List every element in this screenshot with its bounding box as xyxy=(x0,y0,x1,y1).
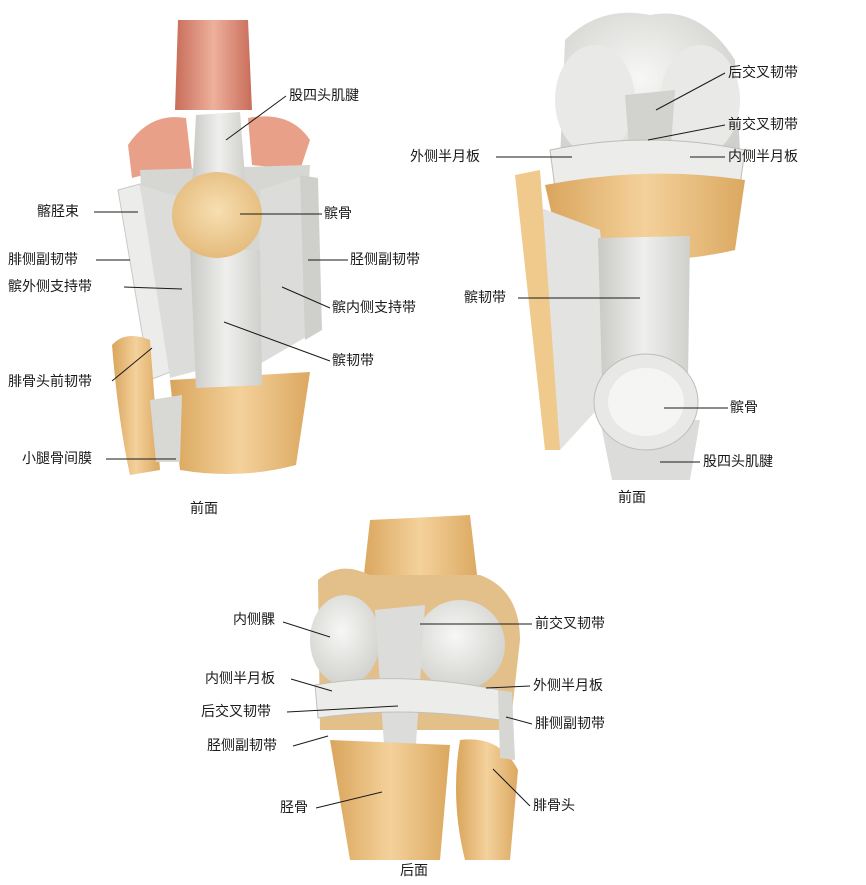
label-posterior-cruciate-flexed: 后交叉韧带 xyxy=(728,65,798,81)
label-anterior-cruciate-posterior: 前交叉韧带 xyxy=(535,616,605,632)
leader-lines-anterior xyxy=(94,95,348,460)
label-anterior-ligament-fibular-head: 腓骨头前韧带 xyxy=(8,374,92,390)
leader-lines-posterior xyxy=(282,621,533,809)
label-iliotibial-tract: 髂胫束 xyxy=(37,204,79,220)
label-fibular-head: 腓骨头 xyxy=(533,798,575,814)
label-anterior-cruciate-flexed: 前交叉韧带 xyxy=(728,117,798,133)
label-patella-flexed: 髌骨 xyxy=(730,400,758,416)
patellar-ligament-flexed-main xyxy=(598,236,690,382)
vastus-lateralis xyxy=(128,117,192,178)
lateral-condyle-flexed xyxy=(555,45,635,155)
medial-condyle-flexed xyxy=(660,45,740,155)
label-medial-meniscus-posterior: 内侧半月板 xyxy=(205,671,275,687)
tibia-anterior xyxy=(170,372,310,474)
label-quadriceps-tendon-flexed: 股四头肌腱 xyxy=(703,454,773,470)
tibia-posterior xyxy=(330,740,450,860)
posterior-view xyxy=(310,515,520,860)
label-quadriceps-tendon-anterior: 股四头肌腱 xyxy=(289,88,359,104)
label-patellar-ligament-anterior: 髌韧带 xyxy=(332,353,374,369)
label-interosseous-membrane: 小腿骨间膜 xyxy=(22,451,92,467)
label-medial-condyle: 内侧髁 xyxy=(233,612,275,628)
label-lateral-meniscus-flexed: 外侧半月板 xyxy=(410,149,480,165)
patella-articular-surface xyxy=(608,368,684,436)
quadriceps-muscle xyxy=(175,20,252,110)
patellar-ligament-shape xyxy=(190,250,262,388)
caption-anterior-flexed: 前面 xyxy=(618,490,646,506)
label-tibial-collateral-anterior: 胫侧副韧带 xyxy=(350,252,420,268)
patella-anterior xyxy=(172,172,262,258)
interosseous-membrane-shape xyxy=(150,395,182,462)
fibular-head-posterior xyxy=(456,739,518,860)
label-patellar-ligament-flexed: 髌韧带 xyxy=(464,290,506,306)
caption-anterior: 前面 xyxy=(190,501,218,517)
fibula-flexed xyxy=(515,170,560,450)
anterior-view xyxy=(112,20,322,475)
lateral-condyle-posterior xyxy=(415,600,505,690)
quadriceps-tendon-shape xyxy=(192,112,246,190)
tibial-collateral-shape xyxy=(300,175,322,340)
label-lateral-patellar-retinaculum: 髌外侧支持带 xyxy=(8,279,92,295)
label-tibial-collateral-posterior: 胫侧副韧带 xyxy=(207,738,277,754)
medial-condyle-posterior xyxy=(310,595,380,685)
label-lateral-meniscus-posterior: 外侧半月板 xyxy=(533,678,603,694)
leader-lines-flexed xyxy=(496,72,728,463)
label-tibia: 胫骨 xyxy=(280,800,308,816)
label-fibular-collateral-posterior: 腓侧副韧带 xyxy=(535,716,605,732)
fibular-collateral-posterior xyxy=(498,690,515,760)
label-fibular-collateral-anterior: 腓侧副韧带 xyxy=(8,252,78,268)
label-medial-patellar-retinaculum: 髌内侧支持带 xyxy=(332,300,416,316)
vastus-medialis xyxy=(248,116,310,170)
anterior-flexed-view xyxy=(515,12,746,480)
label-medial-meniscus-flexed: 内侧半月板 xyxy=(728,149,798,165)
caption-posterior: 后面 xyxy=(400,863,428,879)
label-posterior-cruciate-posterior: 后交叉韧带 xyxy=(201,704,271,720)
label-patella-anterior: 髌骨 xyxy=(324,206,352,222)
